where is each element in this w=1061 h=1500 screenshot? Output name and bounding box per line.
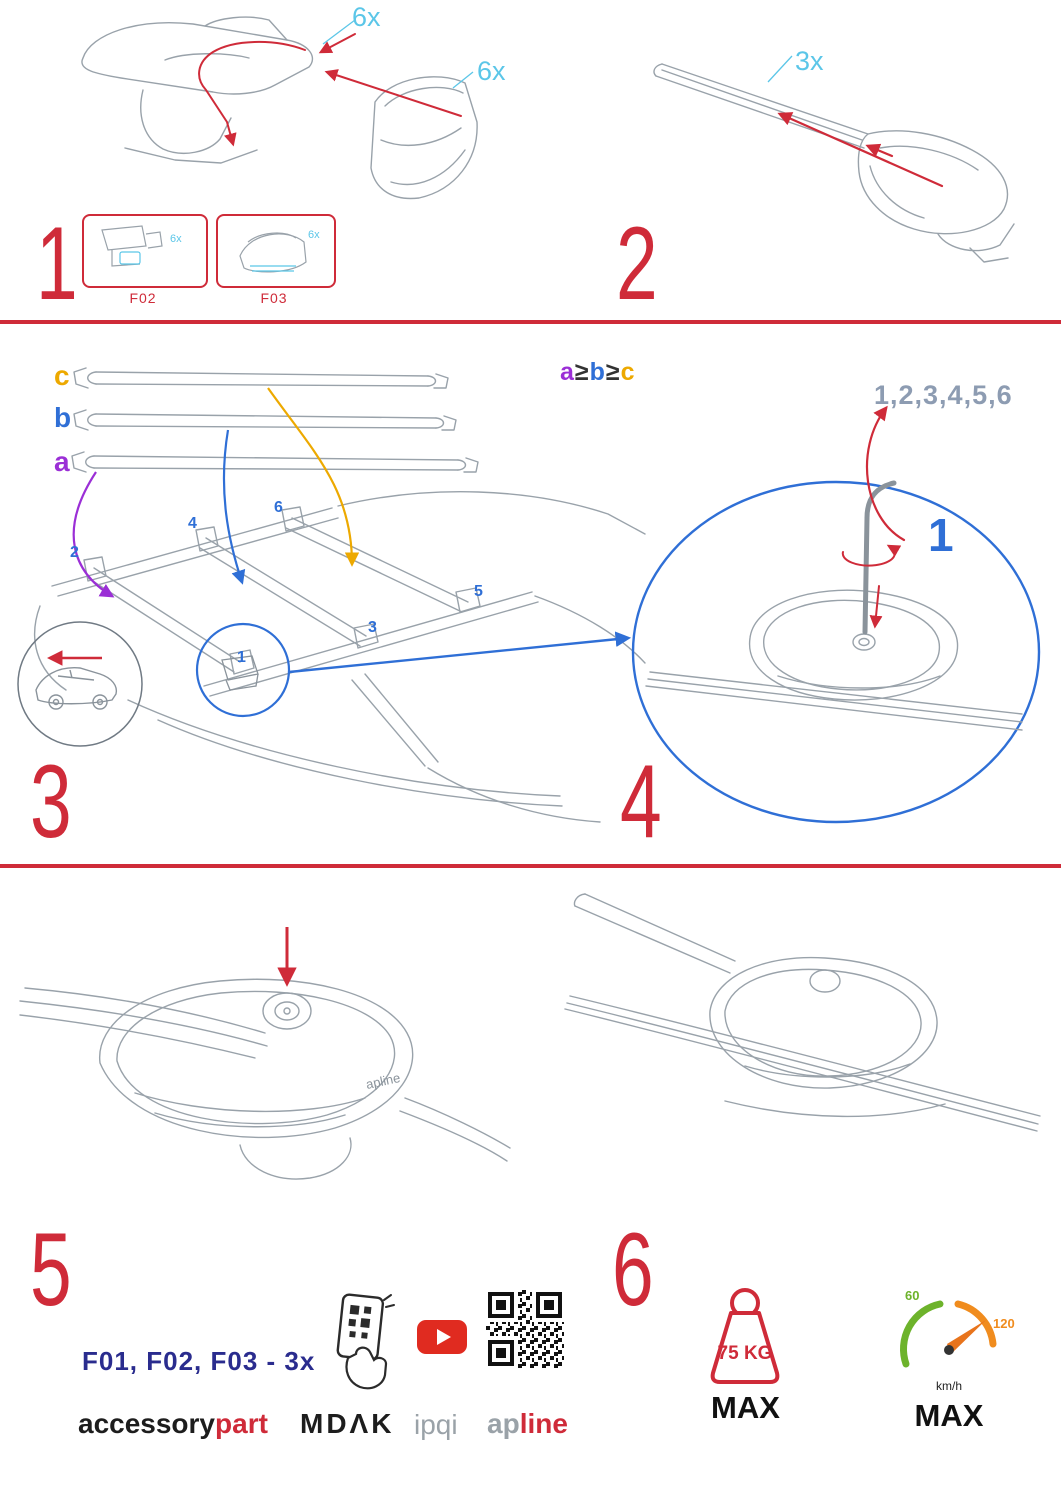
bar-label-c: c [54,360,70,391]
brand-apline-gray: ap [487,1408,520,1439]
step1-qty-top: 6x [352,2,381,32]
step1-number: 1 [36,206,78,322]
step3-roof-layout-illustration [17,367,646,823]
position-4: 4 [188,515,197,532]
weight-max-label: MAX [711,1390,780,1425]
parts-quantity-line: F01, F02, F03 - 3x [82,1346,316,1376]
position-1: 1 [237,649,246,666]
step5-number: 5 [30,1212,72,1328]
max-weight-icon: 75 KG [710,1288,780,1384]
max-weight-value: 75 KG [718,1343,773,1364]
brand-accessorypart: accessorypart [78,1410,268,1438]
speed-high-value: 120 [993,1316,1015,1331]
qr-code [486,1290,564,1368]
speedometer-icon: 60 120 km/h [900,1288,1015,1393]
position-5: 5 [474,583,483,600]
f03-label: F03 [260,290,288,306]
position-3: 3 [368,619,377,636]
f02-qty: 6x [170,233,182,245]
section-divider-bottom [0,864,1061,868]
part-box-f02: 6x [82,214,208,288]
step6-installed-illustration [564,893,1041,1132]
step2-bar-insert-illustration [653,55,1015,263]
f02-label: F02 [129,290,157,306]
sequence-first-callout: 1 [928,509,954,561]
f03-qty: 6x [308,229,320,241]
speed-unit-label: km/h [936,1379,962,1393]
speed-low-value: 60 [905,1288,919,1303]
rule-c: c [620,358,636,386]
step4-number: 4 [620,744,662,860]
length-rule: a≥b≥c [560,358,636,387]
step3-number: 3 [30,744,72,860]
step2-qty: 3x [795,46,824,76]
position-2: 2 [70,544,79,561]
step5-knob-illustration: apline [19,927,511,1180]
section-divider-top [0,320,1061,324]
brand-accessorypart-red: part [215,1408,268,1439]
rule-ge2: ≥ [605,358,621,386]
clamp-logo-text: apline [365,1070,402,1092]
brand-apline: apline [487,1410,568,1438]
f03-part-sketch: 6x [239,229,320,273]
step6-number: 6 [612,1212,654,1328]
tighten-sequence: 1,2,3,4,5,6 [874,380,1013,410]
brand-apline-red: line [519,1408,568,1439]
bar-label-b: b [54,402,72,433]
rule-a: a [560,358,575,386]
youtube-icon [417,1320,467,1354]
position-6: 6 [274,499,283,516]
phone-qr-scan-icon [336,1293,395,1390]
brand-accessorypart-black: accessory [78,1408,216,1439]
f02-part-sketch: 6x [101,225,182,267]
brand-ipqi: ipqi [414,1409,458,1440]
bar-label-a: a [54,446,70,477]
brand-mdak: MDΛK [300,1408,395,1439]
step2-number: 2 [616,206,658,322]
speed-max-label: MAX [914,1398,984,1433]
part-box-f03: 6x [216,214,336,288]
step4-zoom-illustration [631,405,1041,824]
rule-ge1: ≥ [574,358,590,386]
step1-clamp-cover-illustration [81,16,478,200]
rule-b: b [589,358,606,386]
step1-qty-side: 6x [477,56,506,86]
